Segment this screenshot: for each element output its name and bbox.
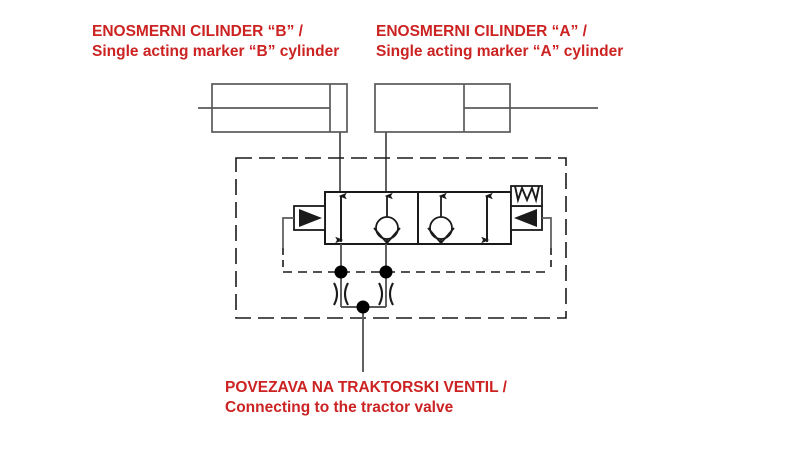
left-pilot-connection <box>282 217 294 248</box>
return-spring-icon <box>510 185 543 207</box>
restrictor-a <box>378 280 394 307</box>
label-cylinder-b: ENOSMERNI CILINDER “B” / Single acting m… <box>92 22 339 63</box>
valve-left-position <box>335 192 401 245</box>
restrictor-b <box>333 280 349 307</box>
valve-right-position <box>427 192 493 245</box>
restrictor-b-arc-right <box>343 282 349 306</box>
left-pilot-triangle-icon <box>299 209 322 227</box>
spring-zigzag <box>514 185 540 204</box>
valve-body-group <box>324 191 512 245</box>
cylinder-b-group <box>198 83 348 200</box>
restrictor-a-arc-right <box>388 282 394 306</box>
label-cylinder-a-line1: ENOSMERNI CILINDER “A” / <box>376 23 587 40</box>
spring-box <box>510 185 543 207</box>
check-valve-2-ball <box>429 216 453 240</box>
check-valve-1-ball <box>375 216 399 240</box>
check-valve-2 <box>427 216 455 245</box>
work-port-lines <box>340 244 387 280</box>
supply-merge-group <box>341 306 386 372</box>
label-cylinder-b-line2: Single acting marker “B” cylinder <box>92 43 340 61</box>
check-valve-1-seat <box>373 227 401 245</box>
check-valve-2-seat <box>427 227 455 245</box>
right-pilot-connection <box>542 217 552 248</box>
label-tractor-line1: POVEZAVA NA TRAKTORSKI VENTIL / <box>225 379 507 396</box>
junction-dot-b <box>334 265 348 279</box>
junction-dot-a <box>379 265 393 279</box>
cylinder-a-group <box>374 83 598 200</box>
junction-dot-supply <box>356 300 370 314</box>
restrictor-a-arc-left <box>378 282 384 306</box>
label-cylinder-a: ENOSMERNI CILINDER “A” / Single acting m… <box>376 22 623 63</box>
label-tractor-connection: POVEZAVA NA TRAKTORSKI VENTIL / Connecti… <box>225 378 507 419</box>
label-cylinder-a-line2: Single acting marker “A” cylinder <box>376 43 624 61</box>
dashed-boundary-rect <box>235 157 567 319</box>
label-tractor-line2: Connecting to the tractor valve <box>225 399 454 417</box>
manifold-enclosure <box>235 157 567 319</box>
valve-right-pilot-actuator <box>510 185 552 272</box>
label-cylinder-b-line1: ENOSMERNI CILINDER “B” / <box>92 23 303 40</box>
right-pilot-triangle-icon <box>514 209 537 227</box>
check-valve-1 <box>373 216 401 245</box>
valve-left-pilot-actuator <box>282 205 326 272</box>
restrictor-b-arc-left <box>333 282 339 306</box>
